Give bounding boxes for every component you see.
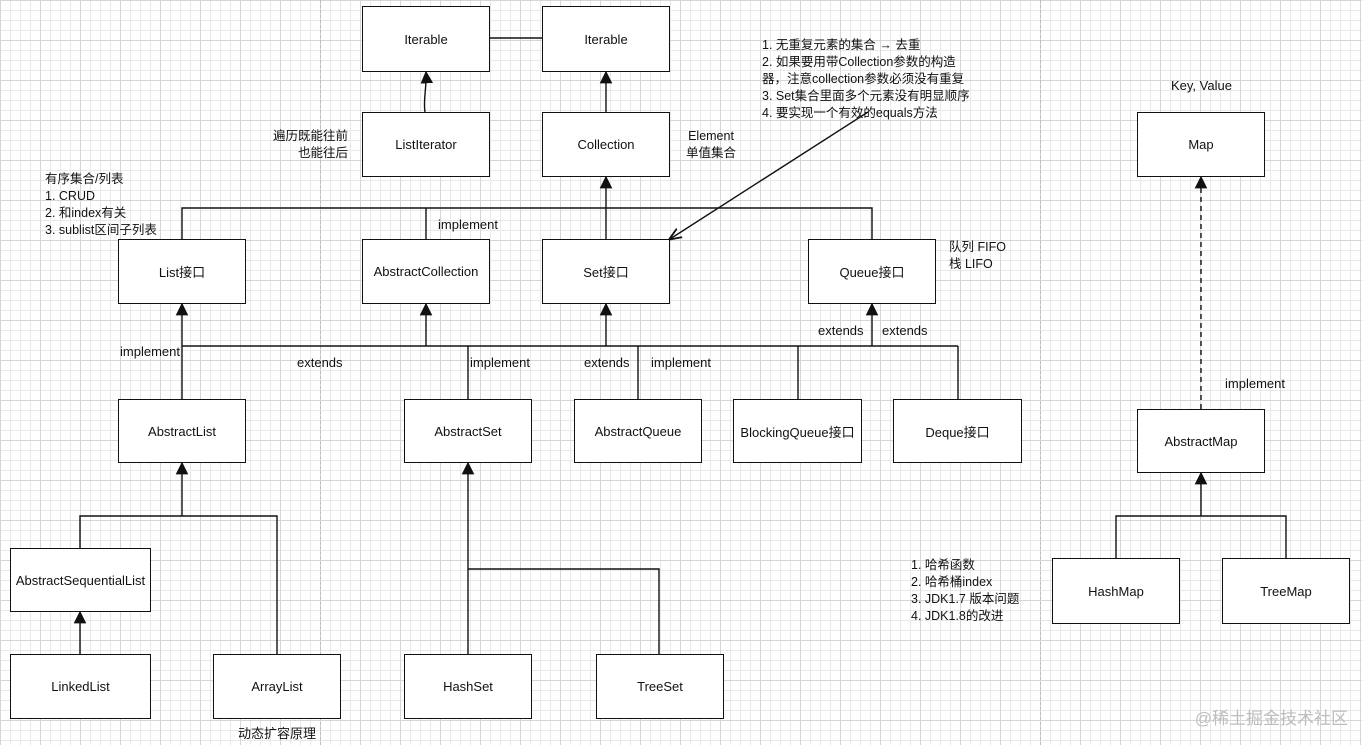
queue-interface-node[interactable]: Queue接口	[808, 239, 936, 304]
edge-label-extends: extends	[882, 323, 928, 338]
blockingqueue-node[interactable]: BlockingQueue接口	[733, 399, 862, 463]
key-value-note: Key, Value	[1171, 78, 1232, 93]
edge-label-extends: extends	[297, 355, 343, 370]
linkedlist-node[interactable]: LinkedList	[10, 654, 151, 719]
edge-maps-bus	[1115, 515, 1287, 558]
iterable-node[interactable]: Iterable	[542, 6, 670, 72]
deque-node[interactable]: Deque接口	[893, 399, 1022, 463]
edge-label-implement: implement	[1225, 376, 1285, 391]
element-note: Element 单值集合	[686, 128, 736, 162]
abstractset-node[interactable]: AbstractSet	[404, 399, 532, 463]
hashmap-node[interactable]: HashMap	[1052, 558, 1180, 624]
page-break-line	[320, 0, 321, 745]
abstractqueue-node[interactable]: AbstractQueue	[574, 399, 702, 463]
note-line: 3. JDK1.7 版本问题	[911, 592, 1020, 606]
treemap-node[interactable]: TreeMap	[1222, 558, 1350, 624]
note-line: 1. CRUD	[45, 189, 96, 203]
arraylist-node[interactable]: ArrayList	[213, 654, 341, 719]
iterator-note: 遍历既能往前 也能往后	[270, 128, 348, 162]
treeset-node[interactable]: TreeSet	[596, 654, 724, 719]
note-line: 2. 哈希桶index	[911, 575, 993, 589]
edge-treeset-bus	[468, 568, 660, 654]
abstractsequentiallist-node[interactable]: AbstractSequentialList	[10, 548, 151, 612]
edge-label-implement: implement	[120, 344, 180, 359]
note-line: 2. 和index有关	[45, 206, 127, 220]
note-line: 遍历既能往前	[272, 129, 348, 143]
queue-note: 队列 FIFO 栈 LIFO	[949, 239, 1006, 273]
arraylist-note: 动态扩容原理	[238, 726, 317, 741]
iterable-node[interactable]: Iterable	[362, 6, 490, 72]
set-rules-note: 1. 无重复元素的集合 → 去重 2. 如果要用带Collection参数的构造…	[762, 37, 970, 122]
hash-note: 1. 哈希函数 2. 哈希桶index 3. JDK1.7 版本问题 4. JD…	[911, 557, 1019, 625]
note-line: Element	[688, 129, 734, 143]
edge-label-implement: implement	[651, 355, 711, 370]
set-interface-node[interactable]: Set接口	[542, 239, 670, 304]
edge-listiterator-iterable	[420, 70, 434, 113]
edge-label-extends: extends	[818, 323, 864, 338]
note-line: 3. Set集合里面多个元素没有明显顺序	[762, 89, 970, 103]
map-node[interactable]: Map	[1137, 112, 1265, 177]
list-note: 有序集合/列表 1. CRUD 2. 和index有关 3. sublist区间…	[45, 171, 157, 239]
collection-node[interactable]: Collection	[542, 112, 670, 177]
list-interface-node[interactable]: List接口	[118, 239, 246, 304]
watermark: @稀土掘金技术社区	[1194, 709, 1348, 728]
note-line: 4. 要实现一个有效的equals方法	[762, 106, 938, 120]
note-line: 1. 无重复元素的集合 → 去重	[762, 38, 921, 52]
edge-label-implement: implement	[470, 355, 530, 370]
note-line: 4. JDK1.8的改进	[911, 609, 1004, 623]
hashset-node[interactable]: HashSet	[404, 654, 532, 719]
note-line: 队列 FIFO	[949, 240, 1006, 254]
listiterator-node[interactable]: ListIterator	[362, 112, 490, 177]
note-line: 也能往后	[297, 146, 348, 160]
abstractmap-node[interactable]: AbstractMap	[1137, 409, 1265, 473]
note-line: 有序集合/列表	[45, 172, 124, 186]
abstractlist-node[interactable]: AbstractList	[118, 399, 246, 463]
page-break-line	[1040, 0, 1041, 745]
note-line: 1. 哈希函数	[911, 558, 975, 572]
note-line: 3. sublist区间子列表	[45, 223, 157, 237]
note-line: 器，注意collection参数必须没有重复	[762, 72, 965, 86]
edge-label-implement: implement	[438, 217, 498, 232]
edge-interfaces-bus	[181, 207, 873, 239]
note-line: 栈 LIFO	[949, 257, 993, 271]
abstractcollection-node[interactable]: AbstractCollection	[362, 239, 490, 304]
note-line: 单值集合	[686, 146, 737, 160]
edge-label-extends: extends	[584, 355, 630, 370]
note-arrow	[670, 111, 869, 239]
edge-list-subclasses-bus	[79, 515, 278, 654]
note-line: 2. 如果要用带Collection参数的构造	[762, 55, 956, 69]
